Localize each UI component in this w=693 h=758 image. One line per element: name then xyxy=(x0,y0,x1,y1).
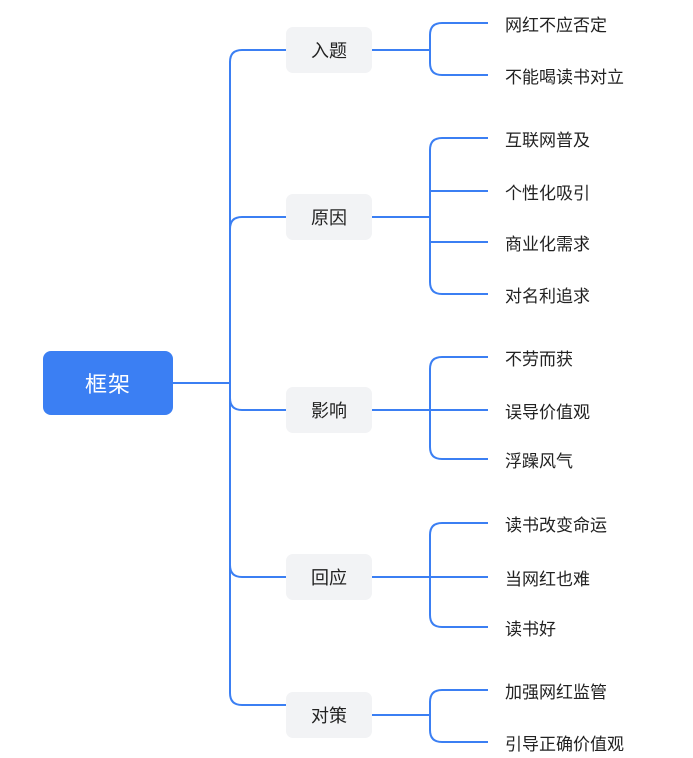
leaf-node[interactable]: 读书好 xyxy=(505,619,556,640)
leaf-node[interactable]: 不劳而获 xyxy=(505,349,573,370)
leaf-node[interactable]: 不能喝读书对立 xyxy=(505,67,624,88)
branch-node-huiying[interactable]: 回应 xyxy=(286,554,372,600)
leaf-node[interactable]: 网红不应否定 xyxy=(505,15,607,36)
branch-node-yingxiang[interactable]: 影响 xyxy=(286,387,372,433)
leaf-node[interactable]: 误导价值观 xyxy=(505,402,590,423)
branch-node-ruti[interactable]: 入题 xyxy=(286,27,372,73)
branch-duice-connector xyxy=(372,689,488,743)
spine-to-branch-huiying-line xyxy=(229,564,286,578)
leaf-node[interactable]: 读书改变命运 xyxy=(505,515,607,536)
leaf-node[interactable]: 商业化需求 xyxy=(505,234,590,255)
leaf-node[interactable]: 个性化吸引 xyxy=(505,183,590,204)
spine-to-branch-yingxiang-line xyxy=(229,397,286,411)
branch-huiying-connector xyxy=(372,522,488,628)
leaf-node[interactable]: 加强网红监管 xyxy=(505,682,607,703)
leaf-node[interactable]: 浮躁风气 xyxy=(505,451,573,472)
branch-rutí-connector xyxy=(372,22,488,76)
branch-node-duice[interactable]: 对策 xyxy=(286,692,372,738)
leaf-node[interactable]: 对名利追求 xyxy=(505,286,590,307)
leaf-node[interactable]: 互联网普及 xyxy=(505,130,590,151)
spine-line xyxy=(229,49,243,706)
branch-yuanyin-connector xyxy=(372,137,488,295)
leaf-node[interactable]: 引导正确价值观 xyxy=(505,734,624,755)
branch-yingxiang-connector xyxy=(372,356,488,460)
leaf-node[interactable]: 当网红也难 xyxy=(505,569,590,590)
root-node-kuangjia[interactable]: 框架 xyxy=(43,351,173,415)
spine-to-branch-yuanyin-line xyxy=(229,216,286,230)
branch-node-yuanyin[interactable]: 原因 xyxy=(286,194,372,240)
